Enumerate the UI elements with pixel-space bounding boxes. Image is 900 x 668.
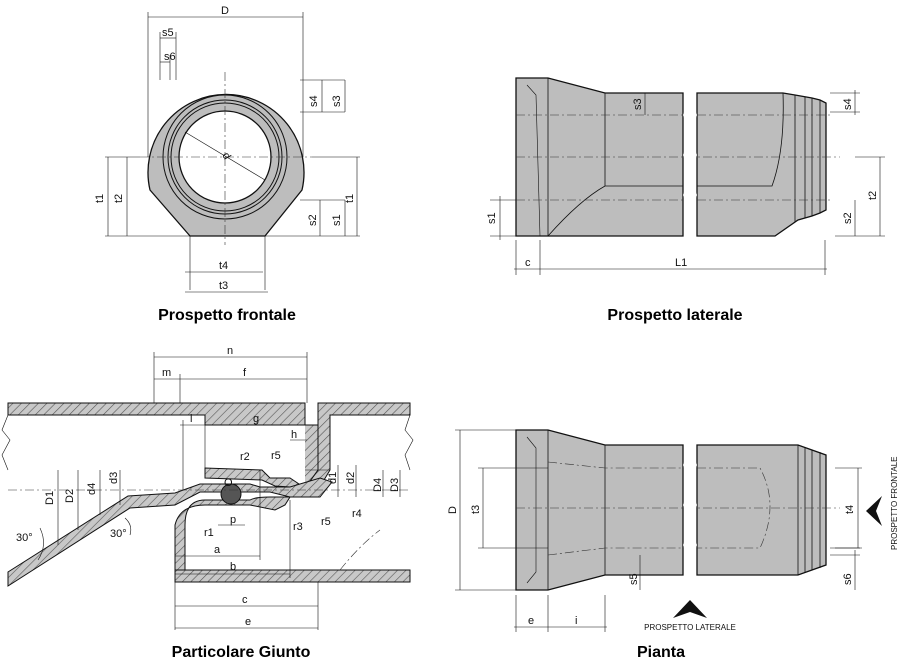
plan-dim-e: e <box>528 615 534 627</box>
front-dim-t2: t2 <box>113 194 125 203</box>
joint-dim-r4: r4 <box>352 508 362 520</box>
joint-dim-r3: r3 <box>293 521 303 533</box>
joint-angle-right: 30° <box>110 528 127 540</box>
front-dim-s1: s1 <box>331 214 343 226</box>
joint-dim-D1: D1 <box>44 491 56 505</box>
joint-dim-n: n <box>227 345 233 357</box>
joint-detail: n m f l g h r2 r5 O d1 d2 D4 D3 D1 D2 d4… <box>1 345 414 661</box>
front-dim-s4: s4 <box>308 95 320 107</box>
laterale-arrow-label: PROSPETTO LATERALE <box>644 623 736 632</box>
front-dim-s6: s6 <box>164 51 176 63</box>
front-dim-s5: s5 <box>162 27 174 39</box>
side-dim-L1: L1 <box>675 257 687 269</box>
joint-dim-f: f <box>243 367 247 379</box>
joint-dim-g: g <box>253 413 259 425</box>
joint-dim-h: h <box>291 429 297 441</box>
side-dim-s3: s3 <box>632 98 644 110</box>
plan-view: D t3 t4 s5 s6 e i PROSPETTO LATERALE PRO… <box>447 425 899 661</box>
plan-title: Pianta <box>637 644 685 661</box>
joint-upper-wall <box>7 402 306 426</box>
plan-dim-t4: t4 <box>844 505 856 514</box>
joint-dim-e: e <box>245 616 251 628</box>
plan-body-right <box>696 444 827 576</box>
joint-dim-O: O <box>224 477 233 489</box>
front-diameter-line <box>184 131 266 181</box>
plan-dim-s5: s5 <box>628 573 640 585</box>
front-dim-s2: s2 <box>307 214 319 226</box>
joint-dim-b: b <box>230 561 236 573</box>
joint-dim-d2: d2 <box>345 472 357 484</box>
side-dim-t2: t2 <box>867 191 879 200</box>
front-dim-t1-right: t1 <box>344 194 356 203</box>
front-dim-t3: t3 <box>219 280 228 292</box>
frontale-arrow-label: PROSPETTO FRONTALE <box>890 457 899 551</box>
joint-dim-a: a <box>214 544 221 556</box>
joint-gasket-circle <box>220 483 242 505</box>
joint-title: Particolare Giunto <box>172 644 311 661</box>
plan-dim-t3: t3 <box>470 505 482 514</box>
joint-dim-r1: r1 <box>204 527 214 539</box>
joint-dim-r5-bottom: r5 <box>321 516 331 528</box>
plan-body-left <box>515 429 684 591</box>
side-dim-s2: s2 <box>842 212 854 224</box>
joint-dim-m: m <box>162 367 171 379</box>
front-dim-t1: t1 <box>94 194 106 203</box>
side-dim-s4: s4 <box>842 98 854 110</box>
joint-socket-wall <box>204 424 319 489</box>
joint-dim-r5-top: r5 <box>271 450 281 462</box>
joint-dim-p: p <box>230 514 236 526</box>
joint-spigot <box>7 477 333 587</box>
joint-dim-c: c <box>242 594 248 606</box>
joint-dim-l: l <box>190 413 192 425</box>
frontale-arrow-icon <box>866 496 882 526</box>
front-dim-D: D <box>221 5 229 17</box>
side-dim-s1: s1 <box>486 212 498 224</box>
front-dim-t4: t4 <box>219 260 228 272</box>
side-view: s3 s4 s1 t2 s2 c L1 Prospetto laterale <box>486 75 885 324</box>
joint-lower-bend <box>174 496 291 571</box>
plan-dim-s6: s6 <box>842 573 854 585</box>
front-view: D s5 s6 s4 s3 d t1 t2 s2 s1 t1 t4 t3 Pro… <box>94 5 360 324</box>
plan-dim-D: D <box>447 506 459 514</box>
plan-dim-i: i <box>575 615 577 627</box>
side-dim-c: c <box>525 257 531 269</box>
joint-dim-d4: d4 <box>86 483 98 495</box>
joint-dim-d3: d3 <box>108 472 120 484</box>
front-dim-d: d <box>219 151 232 162</box>
front-title: Prospetto frontale <box>158 307 296 324</box>
joint-dim-D3: D3 <box>389 478 401 492</box>
joint-lower-wall <box>174 569 411 583</box>
joint-dim-D4: D4 <box>372 478 384 492</box>
front-dim-s3: s3 <box>331 95 343 107</box>
joint-upper-right-wall <box>304 402 411 491</box>
laterale-arrow-icon <box>673 600 707 618</box>
joint-dim-r2: r2 <box>240 451 250 463</box>
joint-angle-left: 30° <box>16 532 33 544</box>
side-body-right <box>696 92 827 237</box>
joint-dim-D2: D2 <box>64 489 76 503</box>
side-title: Prospetto laterale <box>607 307 742 324</box>
joint-dim-d1: d1 <box>327 472 339 484</box>
